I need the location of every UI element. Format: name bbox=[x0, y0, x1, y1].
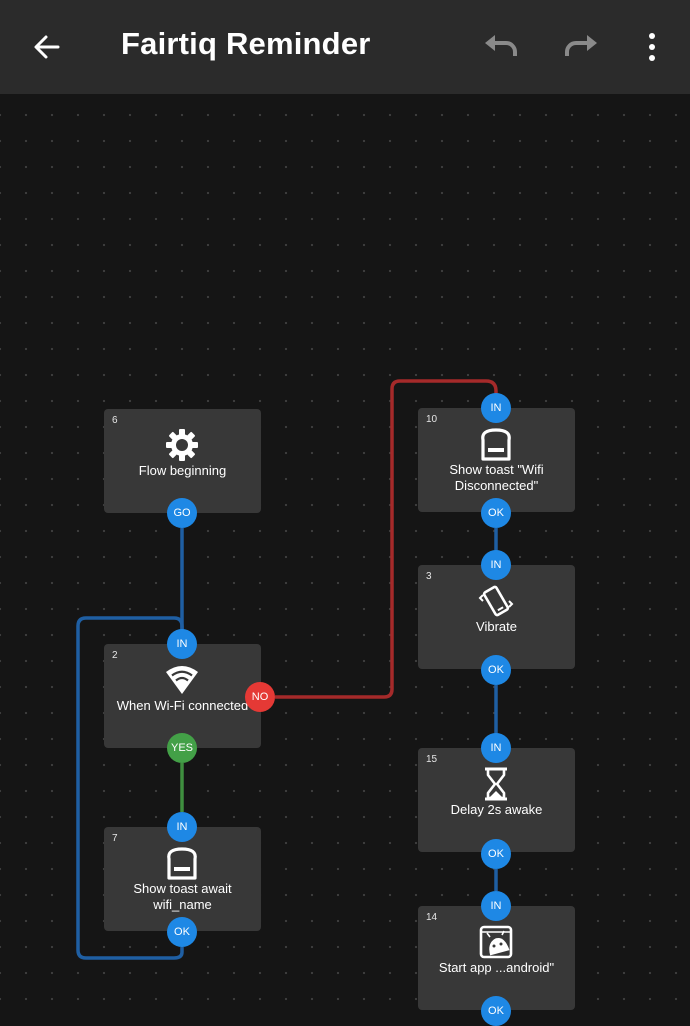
page-title: Fairtiq Reminder bbox=[121, 26, 371, 61]
node-label: Vibrate bbox=[476, 619, 517, 634]
node-start-app[interactable]: 14 Start app ...android" bbox=[418, 906, 575, 1010]
port-in[interactable]: IN bbox=[167, 812, 197, 842]
port-ok[interactable]: OK bbox=[481, 655, 511, 685]
port-in[interactable]: IN bbox=[481, 891, 511, 921]
wire-no bbox=[275, 379, 498, 699]
port-in[interactable]: IN bbox=[167, 629, 197, 659]
gear-icon bbox=[166, 429, 198, 461]
port-go[interactable]: GO bbox=[167, 498, 197, 528]
node-label: Start app ...android" bbox=[438, 960, 555, 975]
toast-icon bbox=[481, 428, 511, 461]
port-ok[interactable]: OK bbox=[481, 839, 511, 869]
redo-icon[interactable] bbox=[562, 34, 600, 60]
node-label: Flow beginning bbox=[138, 463, 227, 478]
node-label: Show toast "Wifi Disconnected" bbox=[449, 462, 544, 493]
more-vert-icon[interactable] bbox=[643, 32, 661, 62]
app-bar: Fairtiq Reminder bbox=[0, 0, 690, 94]
wire-loop bbox=[76, 616, 184, 960]
node-delay[interactable]: 15 Delay 2s awake bbox=[418, 748, 575, 852]
vibrate-icon bbox=[478, 585, 514, 617]
port-in[interactable]: IN bbox=[481, 733, 511, 763]
node-number: 7 bbox=[112, 833, 118, 844]
node-show-toast-wifi-disconnected[interactable]: 10 Show toast "Wifi Disconnected" bbox=[418, 408, 575, 512]
node-label: When Wi-Fi connected bbox=[116, 698, 249, 713]
android-app-icon bbox=[479, 925, 513, 959]
wifi-icon bbox=[166, 666, 198, 694]
node-number: 2 bbox=[112, 650, 118, 661]
toast-icon bbox=[167, 847, 197, 880]
node-when-wifi-connected[interactable]: 2 When Wi-Fi connected bbox=[104, 644, 261, 748]
node-label: Delay 2s awake bbox=[450, 802, 543, 817]
port-ok[interactable]: OK bbox=[481, 996, 511, 1026]
node-number: 6 bbox=[112, 415, 118, 426]
port-ok[interactable]: OK bbox=[167, 917, 197, 947]
port-no[interactable]: NO bbox=[245, 682, 275, 712]
hourglass-icon bbox=[485, 767, 507, 801]
node-label: Show toast await wifi_name bbox=[133, 881, 232, 912]
node-flow-beginning[interactable]: 6 Flow beginning bbox=[104, 409, 261, 513]
undo-icon[interactable] bbox=[482, 34, 520, 60]
node-number: 10 bbox=[426, 414, 438, 425]
node-number: 14 bbox=[426, 912, 438, 923]
node-vibrate[interactable]: 3 Vibrate bbox=[418, 565, 575, 669]
port-ok[interactable]: OK bbox=[481, 498, 511, 528]
node-number: 3 bbox=[426, 571, 432, 582]
node-show-toast-await[interactable]: 7 Show toast await wifi_name bbox=[104, 827, 261, 931]
port-in[interactable]: IN bbox=[481, 550, 511, 580]
port-yes[interactable]: YES bbox=[167, 733, 197, 763]
arrow-left-icon[interactable] bbox=[32, 32, 62, 62]
port-in[interactable]: IN bbox=[481, 393, 511, 423]
node-number: 15 bbox=[426, 754, 438, 765]
